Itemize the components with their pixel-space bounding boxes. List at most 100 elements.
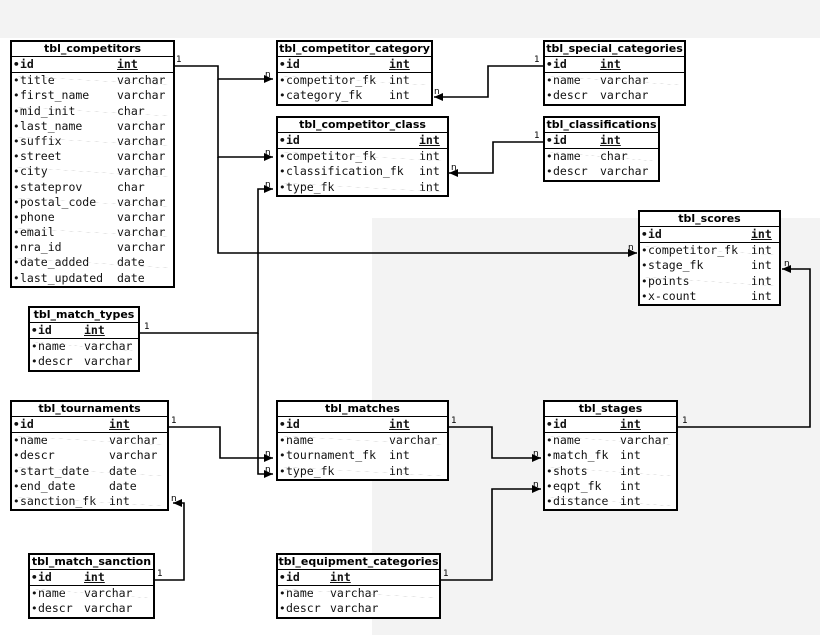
table-title: tbl_match_types xyxy=(30,308,138,323)
field-type: varchar xyxy=(117,88,166,103)
field-name: id xyxy=(286,570,300,584)
field-name: x-count xyxy=(648,288,697,303)
field-name: tournament_fk xyxy=(286,448,377,463)
bullet-icon: • xyxy=(641,244,648,258)
bullet-icon: • xyxy=(31,324,38,337)
link-stages-scores xyxy=(677,265,811,428)
bullet-icon: • xyxy=(13,210,20,224)
field-type: int xyxy=(84,323,105,337)
link-special-category xyxy=(434,65,543,101)
table-title: tbl_classifications xyxy=(545,118,658,133)
field-type: date xyxy=(109,478,137,493)
field-name: competitor_fk xyxy=(286,73,377,88)
field-type: int xyxy=(330,570,351,584)
table-title: tbl_competitor_category xyxy=(278,42,431,57)
field-name: start_date xyxy=(20,463,90,478)
card-label: n xyxy=(265,465,271,475)
field-type: int xyxy=(620,463,641,478)
bullet-icon: • xyxy=(13,150,20,164)
card-label: 1 xyxy=(534,131,540,141)
field-type: varchar xyxy=(330,601,379,616)
bullet-icon: • xyxy=(279,434,286,448)
field-name: name xyxy=(286,433,314,448)
field-type: varchar xyxy=(117,225,166,240)
bullet-icon: • xyxy=(279,180,286,194)
bullet-icon: • xyxy=(31,587,38,601)
bullet-icon: • xyxy=(13,89,20,103)
link-matchtypes-class xyxy=(139,185,273,334)
field-name: name xyxy=(38,586,66,601)
bullet-icon: • xyxy=(279,58,286,71)
bullet-icon: • xyxy=(13,449,20,463)
field-name: descr xyxy=(20,448,55,463)
bullet-icon: • xyxy=(641,228,648,241)
field-name: date_added xyxy=(20,255,90,270)
field-name: descr xyxy=(553,88,588,103)
bullet-icon: • xyxy=(641,259,648,273)
bullet-icon: • xyxy=(13,226,20,240)
field-name: id xyxy=(553,133,567,147)
link-matchtypes-matches xyxy=(257,333,273,478)
field-type: varchar xyxy=(117,194,166,209)
field-name: email xyxy=(20,225,55,240)
card-label: 1 xyxy=(451,416,457,426)
field-name: name xyxy=(38,339,66,354)
cardinality-labels: 1 n n n 1 n 1 n 1 n n 1 n 1 n 1 n 1 n 1 … xyxy=(144,55,790,579)
card-label: n xyxy=(451,163,457,173)
bullet-icon: • xyxy=(279,89,286,103)
field-type: varchar xyxy=(117,209,166,224)
link-tournaments-matches xyxy=(168,426,273,462)
card-label: n xyxy=(265,180,271,190)
field-type: varchar xyxy=(109,448,158,463)
field-name: id xyxy=(648,227,662,241)
bullet-icon: • xyxy=(13,464,20,478)
field-type: char xyxy=(117,103,145,118)
field-name: suffix xyxy=(20,133,62,148)
bullet-icon: • xyxy=(546,418,553,431)
field-name: end_date xyxy=(20,478,76,493)
field-name: type_fk xyxy=(286,463,335,478)
field-name: type_fk xyxy=(286,179,335,194)
bullet-icon: • xyxy=(13,434,20,448)
field-type: int xyxy=(751,243,772,258)
field-name: id xyxy=(38,323,52,337)
link-sanction-tournaments xyxy=(154,499,185,581)
field-type: varchar xyxy=(620,433,669,448)
field-name: shots xyxy=(553,463,588,478)
bullet-icon: • xyxy=(279,449,286,463)
bullet-icon: • xyxy=(13,256,20,270)
bullet-icon: • xyxy=(546,58,553,71)
bullet-icon: • xyxy=(13,134,20,148)
table-title: tbl_tournaments xyxy=(12,402,167,417)
bullet-icon: • xyxy=(279,418,286,431)
bullet-icon: • xyxy=(546,434,553,448)
field-type: varchar xyxy=(109,433,158,448)
field-type: int xyxy=(600,133,621,147)
table-field-row: •email varchar xyxy=(12,225,173,240)
bullet-icon: • xyxy=(546,494,553,508)
bullet-icon: • xyxy=(546,150,553,164)
bullet-icon: • xyxy=(546,479,553,493)
card-label: n xyxy=(265,70,271,80)
field-type: varchar xyxy=(117,240,166,255)
card-label: n xyxy=(628,243,634,253)
bullet-icon: • xyxy=(13,180,20,194)
link-matches-stages xyxy=(448,426,541,462)
field-name: competitor_fk xyxy=(648,243,739,258)
